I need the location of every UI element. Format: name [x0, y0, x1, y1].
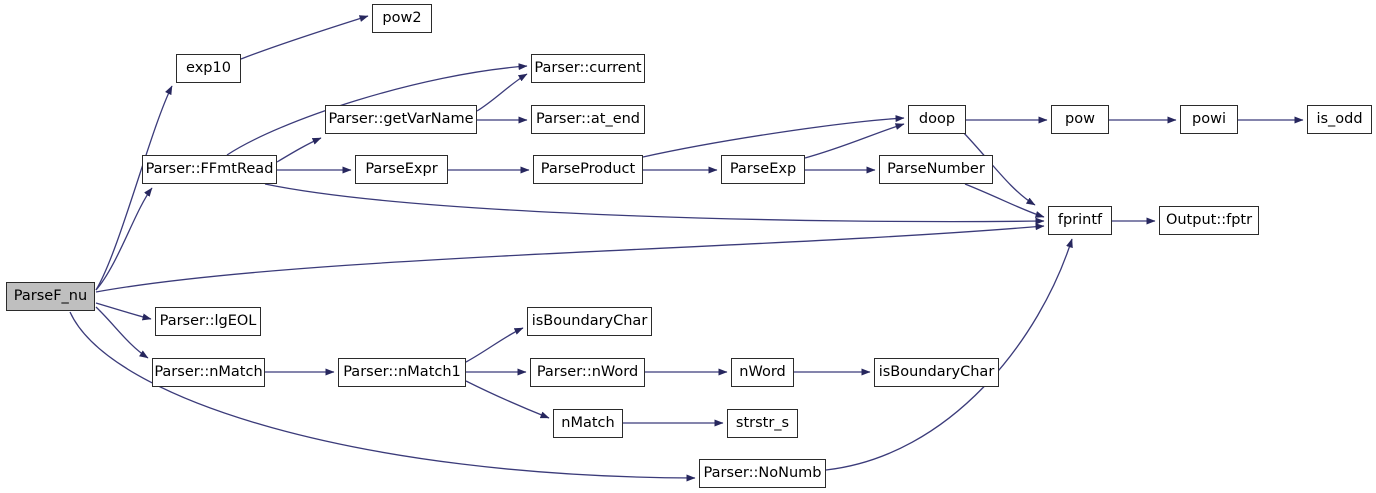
node-label-ParseExpr: ParseExpr: [365, 161, 438, 178]
node-nMatch[interactable]: nMatch: [553, 409, 623, 438]
node-nMatchP[interactable]: Parser::nMatch: [152, 358, 265, 387]
node-doop[interactable]: doop: [908, 105, 966, 134]
edge-FFmtRead-to-getVarName: [276, 137, 322, 163]
edge-ParseF_nu-to-FFmtRead: [95, 187, 153, 291]
edge-ParseF_nu-to-exp10: [95, 85, 173, 291]
node-strstr_s[interactable]: strstr_s: [727, 409, 798, 438]
node-label-is_odd: is_odd: [1316, 111, 1363, 128]
node-label-nMatch1: Parser::nMatch1: [343, 364, 461, 381]
node-label-ParseProduct: ParseProduct: [540, 161, 636, 178]
node-label-nWord: nWord: [739, 364, 786, 381]
node-label-ParseF_nu: ParseF_nu: [13, 288, 88, 305]
node-ParseNumber[interactable]: ParseNumber: [879, 155, 993, 184]
edge-NoNumb-to-fprintf: [825, 238, 1073, 471]
edge-FFmtRead-to-fprintf: [264, 183, 1045, 225]
node-label-lgEOL: Parser::lgEOL: [159, 313, 257, 330]
node-label-pow: pow: [1065, 111, 1095, 128]
node-label-strstr_s: strstr_s: [735, 415, 790, 432]
node-current[interactable]: Parser::current: [531, 54, 645, 83]
node-label-isBoundaryChar2: isBoundaryChar: [878, 364, 995, 381]
node-exp10[interactable]: exp10: [176, 54, 241, 83]
node-label-doop: doop: [918, 111, 956, 128]
node-ParseProduct[interactable]: ParseProduct: [533, 155, 643, 184]
node-nWordP[interactable]: Parser::nWord: [530, 358, 645, 387]
node-fprintf[interactable]: fprintf: [1048, 206, 1112, 235]
node-label-nMatchP: Parser::nMatch: [154, 364, 263, 381]
edge-getVarName-to-current: [476, 73, 528, 112]
node-label-ParseExp: ParseExp: [729, 161, 797, 178]
node-label-current: Parser::current: [534, 60, 642, 77]
node-NoNumb[interactable]: Parser::NoNumb: [699, 459, 826, 488]
edge-ParseProduct-to-doop: [642, 115, 905, 158]
edge-ParseF_nu-to-fprintf: [95, 223, 1045, 293]
node-label-fptr: Output::fptr: [1165, 212, 1253, 229]
node-label-nMatch: nMatch: [561, 415, 615, 432]
node-pow2[interactable]: pow2: [372, 4, 432, 33]
node-powi[interactable]: powi: [1180, 105, 1238, 134]
node-label-powi: powi: [1192, 111, 1226, 128]
edges-group: [69, 15, 1304, 482]
node-ParseF_nu[interactable]: ParseF_nu: [6, 282, 95, 311]
node-nWord[interactable]: nWord: [731, 358, 794, 387]
edge-ParseF_nu-to-NoNumb: [69, 311, 696, 482]
node-label-NoNumb: Parser::NoNumb: [703, 465, 822, 482]
edge-ParseExp-to-doop: [804, 123, 905, 159]
node-nMatch1[interactable]: Parser::nMatch1: [338, 358, 466, 387]
edge-nMatch1-to-nMatch: [465, 380, 550, 419]
node-fptr[interactable]: Output::fptr: [1159, 206, 1259, 235]
node-label-fprintf: fprintf: [1057, 212, 1103, 229]
node-label-ParseNumber: ParseNumber: [887, 161, 985, 178]
node-label-isBoundaryChar1: isBoundaryChar: [531, 313, 648, 330]
node-label-getVarName: Parser::getVarName: [328, 111, 474, 128]
node-label-exp10: exp10: [186, 60, 231, 77]
node-FFmtRead[interactable]: Parser::FFmtRead: [142, 155, 277, 184]
node-getVarName[interactable]: Parser::getVarName: [325, 105, 477, 134]
node-is_odd[interactable]: is_odd: [1307, 105, 1372, 134]
node-label-nWordP: Parser::nWord: [536, 364, 639, 381]
node-label-pow2: pow2: [382, 10, 422, 27]
edge-exp10-to-pow2: [240, 15, 369, 60]
node-ParseExp[interactable]: ParseExp: [721, 155, 805, 184]
node-isBoundaryChar1[interactable]: isBoundaryChar: [527, 307, 652, 336]
node-pow[interactable]: pow: [1051, 105, 1109, 134]
node-isBoundaryChar2[interactable]: isBoundaryChar: [874, 358, 999, 387]
edge-FFmtRead-to-current: [226, 63, 528, 156]
node-label-at_end: Parser::at_end: [535, 111, 641, 128]
node-at_end[interactable]: Parser::at_end: [531, 105, 645, 134]
node-lgEOL[interactable]: Parser::lgEOL: [155, 307, 261, 336]
node-label-FFmtRead: Parser::FFmtRead: [145, 161, 274, 178]
edge-ParseF_nu-to-lgEOL: [95, 302, 152, 321]
edge-doop-to-fprintf: [961, 130, 1036, 206]
edge-nMatch1-to-isBoundaryChar1: [465, 327, 524, 363]
node-ParseExpr[interactable]: ParseExpr: [355, 155, 448, 184]
edge-ParseF_nu-to-nMatchP: [95, 306, 149, 359]
edge-ParseNumber-to-fprintf: [964, 183, 1045, 218]
